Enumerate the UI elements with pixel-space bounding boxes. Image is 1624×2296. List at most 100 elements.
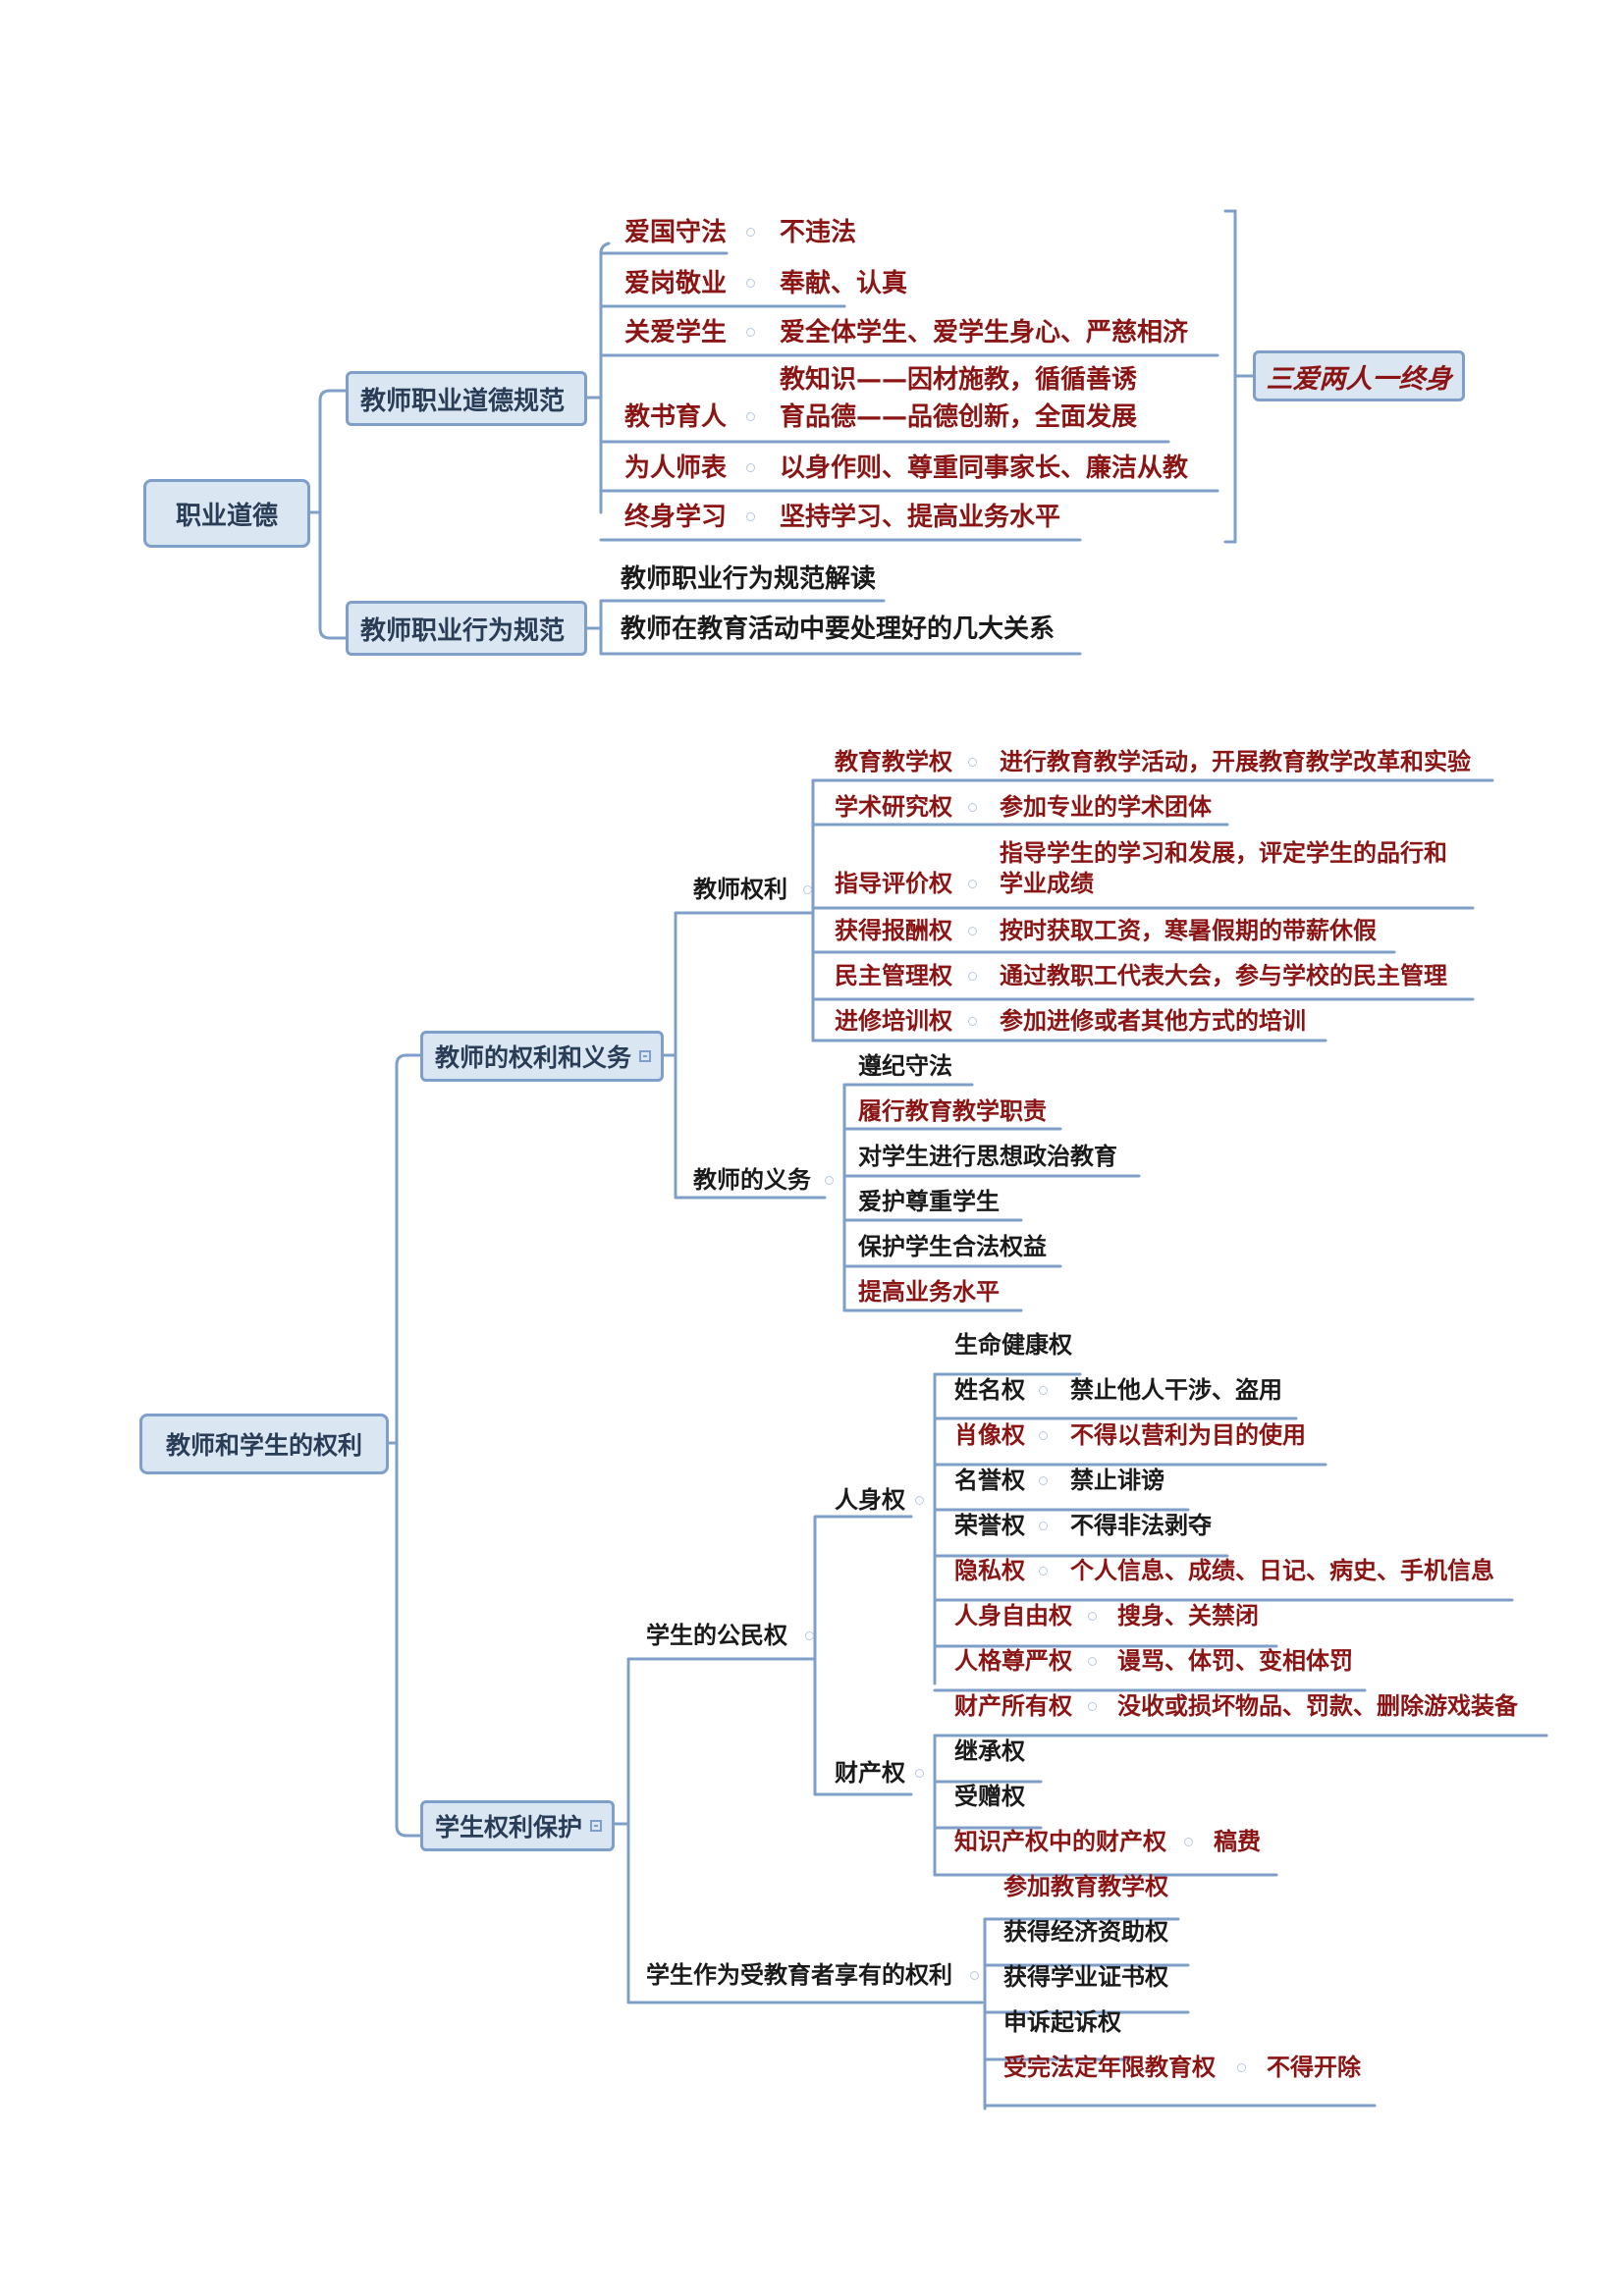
ethics-item-label: 教书育人 xyxy=(624,402,728,432)
connector-dot-icon xyxy=(746,228,755,237)
right-detail: 学业成绩 xyxy=(1000,870,1094,897)
right-label: 受赠权 xyxy=(954,1783,1025,1810)
connector-dot-icon xyxy=(968,880,977,888)
group-label: 学生作为受教育者享有的权利 xyxy=(646,1961,952,1989)
right-label: 人身自由权 xyxy=(954,1602,1072,1629)
right-label: 教育教学权 xyxy=(835,748,952,775)
right-label: 隐私权 xyxy=(954,1557,1025,1584)
connector-dot-icon xyxy=(1039,1522,1048,1530)
right-label: 继承权 xyxy=(954,1737,1025,1765)
connector-dot-icon xyxy=(968,972,977,981)
connector-dot-icon xyxy=(1088,1657,1097,1666)
right-detail: 谩骂、体罚、变相体罚 xyxy=(1117,1647,1353,1675)
right-label: 荣誉权 xyxy=(954,1512,1025,1539)
right-label: 姓名权 xyxy=(954,1376,1025,1404)
connector-dot-icon xyxy=(915,1496,924,1505)
right-detail: 通过教职工代表大会，参与学校的民主管理 xyxy=(1000,962,1447,989)
ethics-item-label: 关爱学生 xyxy=(624,318,728,347)
subgroup-label: 人身权 xyxy=(835,1486,905,1514)
root-node-professional-ethics[interactable]: 职业道德 xyxy=(143,479,310,548)
summary-node[interactable]: 三爱两人一终身 xyxy=(1253,350,1465,401)
right-label: 获得学业证书权 xyxy=(1003,1963,1168,1991)
connector-dot-icon xyxy=(1088,1612,1097,1621)
node-teacher-rights-duties[interactable]: 教师的权利和义务 xyxy=(420,1031,664,1082)
ethics-item-detail: 以身作则、尊重同事家长、廉洁从教 xyxy=(780,454,1189,483)
connector-dot-icon xyxy=(825,1176,834,1185)
collapse-icon[interactable] xyxy=(590,1820,603,1832)
connector-dot-icon xyxy=(746,412,755,421)
right-label: 指导评价权 xyxy=(835,870,952,897)
ethics-item-detail: 爱全体学生、爱学生身心、严慈相济 xyxy=(780,318,1189,347)
behavior-item: 教师在教育活动中要处理好的几大关系 xyxy=(621,614,1056,644)
ethics-item-detail: 不违法 xyxy=(780,218,857,247)
connector-dot-icon xyxy=(1039,1567,1048,1575)
node-student-rights-protection[interactable]: 学生权利保护 xyxy=(420,1800,615,1851)
right-detail: 个人信息、成绩、日记、病史、手机信息 xyxy=(1070,1557,1494,1584)
right-label: 名誉权 xyxy=(954,1467,1025,1494)
connector-dot-icon xyxy=(915,1769,924,1778)
right-label: 申诉起诉权 xyxy=(1003,2008,1121,2036)
right-label: 生命健康权 xyxy=(954,1331,1072,1359)
right-label: 学术研究权 xyxy=(835,793,952,821)
right-label: 人格尊严权 xyxy=(954,1647,1072,1675)
right-label: 财产所有权 xyxy=(954,1692,1072,1720)
connector-dot-icon xyxy=(746,463,755,472)
root-node-rights[interactable]: 教师和学生的权利 xyxy=(139,1414,389,1474)
connector-dot-icon xyxy=(746,279,755,288)
node-label: 学生权利保护 xyxy=(435,1813,583,1842)
group-label: 教师权利 xyxy=(693,876,787,903)
group-label: 教师的义务 xyxy=(693,1166,811,1194)
right-detail: 禁止他人干涉、盗用 xyxy=(1070,1376,1282,1404)
right-label: 肖像权 xyxy=(954,1421,1025,1449)
connector-dot-icon xyxy=(1237,2063,1246,2072)
right-detail: 没收或损坏物品、罚款、删除游戏装备 xyxy=(1117,1692,1518,1720)
duty-item: 提高业务水平 xyxy=(858,1278,1000,1306)
right-detail: 进行教育教学活动，开展教育教学改革和实验 xyxy=(1000,748,1471,775)
duty-item: 遵纪守法 xyxy=(858,1052,952,1080)
subgroup-label: 财产权 xyxy=(835,1759,905,1787)
right-label: 民主管理权 xyxy=(835,962,952,989)
right-label: 获得报酬权 xyxy=(835,917,952,944)
right-detail: 按时获取工资，寒暑假期的带薪休假 xyxy=(1000,917,1377,944)
right-detail: 参加专业的学术团体 xyxy=(1000,793,1212,821)
ethics-item-label: 爱岗敬业 xyxy=(624,269,728,298)
connector-dot-icon xyxy=(968,803,977,812)
duty-item: 爱护尊重学生 xyxy=(858,1188,1000,1215)
ethics-item-label: 为人师表 xyxy=(624,454,728,483)
ethics-item-detail: 教知识——因材施教，循循善诱 xyxy=(780,365,1138,395)
right-detail: 禁止诽谤 xyxy=(1070,1467,1164,1494)
right-detail: 不得非法剥夺 xyxy=(1070,1512,1212,1539)
connector-dot-icon xyxy=(1088,1702,1097,1711)
node-label: 教师的权利和义务 xyxy=(435,1043,632,1072)
node-ethics-norms[interactable]: 教师职业道德规范 xyxy=(346,371,587,426)
right-detail: 不得开除 xyxy=(1267,2054,1361,2081)
ethics-item-detail: 坚持学习、提高业务水平 xyxy=(780,503,1061,532)
behavior-item: 教师职业行为规范解读 xyxy=(621,564,877,594)
right-detail: 指导学生的学习和发展，评定学生的品行和 xyxy=(1000,839,1447,867)
connector-dot-icon xyxy=(803,885,812,894)
connector-dot-icon xyxy=(968,927,977,935)
right-label: 参加教育教学权 xyxy=(1003,1873,1168,1900)
ethics-item-label: 终身学习 xyxy=(624,503,728,532)
right-detail: 搜身、关禁闭 xyxy=(1117,1602,1259,1629)
connector-dot-icon xyxy=(746,328,755,337)
connector-dot-icon xyxy=(968,758,977,767)
right-label: 获得经济资助权 xyxy=(1003,1918,1168,1946)
ethics-item-detail: 育品德——品德创新，全面发展 xyxy=(780,402,1138,432)
duty-item: 履行教育教学职责 xyxy=(858,1097,1047,1125)
ethics-item-detail: 奉献、认真 xyxy=(780,269,908,298)
node-behavior-norms[interactable]: 教师职业行为规范 xyxy=(346,601,587,656)
connector-dot-icon xyxy=(1039,1476,1048,1485)
connector-dot-icon xyxy=(1184,1838,1193,1846)
collapse-icon[interactable] xyxy=(639,1050,652,1062)
duty-item: 保护学生合法权益 xyxy=(858,1233,1047,1260)
right-label: 知识产权中的财产权 xyxy=(954,1828,1166,1855)
group-label: 学生的公民权 xyxy=(646,1622,787,1649)
connector-dot-icon xyxy=(1039,1431,1048,1440)
right-detail: 不得以营利为目的使用 xyxy=(1070,1421,1306,1449)
connector-dot-icon xyxy=(970,1971,979,1980)
right-detail: 稿费 xyxy=(1214,1828,1261,1855)
ethics-item-label: 爱国守法 xyxy=(624,218,728,247)
connector-dot-icon xyxy=(968,1017,977,1026)
